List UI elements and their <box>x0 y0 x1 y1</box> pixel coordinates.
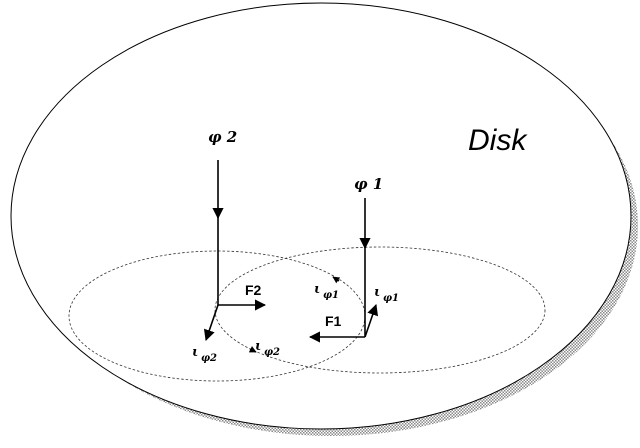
f2-label: F2 <box>245 282 262 298</box>
f1-label: F1 <box>325 313 342 329</box>
iota-phi1-right-sub: φ1 <box>383 293 399 304</box>
disk-label: Disk <box>468 124 528 157</box>
iota-phi2-left-label: ι <box>192 345 198 360</box>
iota-phi1-right-label: ι <box>374 285 380 300</box>
iota-phi1-circle-sub: φ1 <box>323 290 339 301</box>
iota-phi1-arrow-circle <box>332 276 341 284</box>
iota-phi1-circle-label: ι <box>314 282 320 297</box>
iota-phi2-circle-sub: φ2 <box>264 347 280 358</box>
phi2-label: φ 2 <box>208 128 237 146</box>
iota-phi2-circle-label: ι <box>255 339 261 354</box>
loop-circle-right <box>214 246 546 374</box>
disk-ellipse <box>10 2 632 430</box>
iota-phi1-arrow-right <box>364 303 379 338</box>
iota-phi2-left-sub: φ2 <box>201 353 217 364</box>
iota-phi2-arrow-circle <box>248 346 257 353</box>
phi1-label: φ 1 <box>354 175 383 193</box>
iota-phi2-arrow-left <box>203 304 219 342</box>
